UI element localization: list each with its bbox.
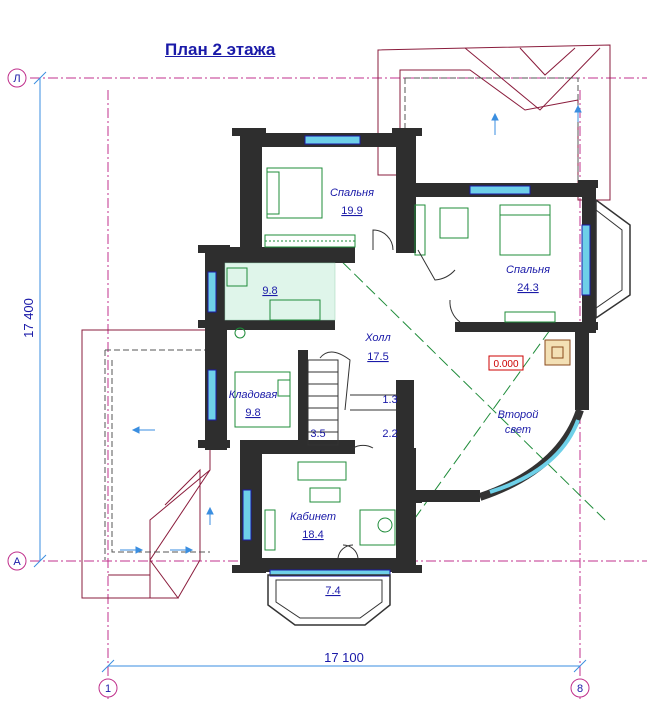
sofa [297, 461, 347, 481]
level-mark-value: 0.000 [493, 359, 518, 370]
room-area-corridor: 2.2 [382, 428, 397, 440]
furniture [226, 167, 571, 551]
axis-marker-a [7, 551, 27, 571]
bed-2 [499, 204, 551, 256]
room-name-storage: Кладовая [229, 389, 278, 401]
walls [205, 133, 596, 572]
bathroom-tiles [224, 262, 336, 321]
log-ends [198, 128, 598, 573]
room-area-bedroom-1: 19.9 [341, 205, 362, 217]
height-dimension: 17 400 [21, 298, 36, 338]
fireplace [544, 339, 571, 366]
roof-top-right [377, 44, 611, 201]
room-area-balcony: 7.4 [325, 585, 340, 597]
bay-window-bedroom [595, 198, 631, 320]
roof-left [81, 329, 211, 599]
roof-ridge-top [464, 47, 601, 111]
bathtub [269, 299, 321, 321]
room-area-bedroom-2: 24.3 [517, 282, 538, 294]
dimension-lines [33, 71, 587, 673]
balcony [267, 574, 391, 626]
axis-label-l: Л [13, 73, 20, 85]
toilet [234, 327, 246, 339]
height-tick-top [33, 71, 47, 85]
room-name-office: Кабинет [290, 511, 336, 523]
bed-1 [266, 167, 323, 219]
room-area-storage: 9.8 [245, 407, 260, 419]
doors [337, 229, 461, 559]
room-area-bathroom: 9.8 [262, 285, 277, 297]
axis-marker-8 [570, 678, 590, 698]
roof-dashed [104, 77, 579, 560]
axis-marker-l [7, 68, 27, 88]
windows [207, 135, 591, 577]
height-tick-bottom [33, 554, 47, 568]
room-name-bedroom-1: Спальня [330, 187, 374, 199]
width-tick-right [573, 659, 587, 673]
desk [359, 509, 396, 546]
room-area-landing: 1.3 [382, 394, 397, 406]
axis-marker-1 [98, 678, 118, 698]
slope-arrows [120, 104, 582, 554]
room-name-second-light-2: свет [505, 424, 531, 436]
armchair [439, 207, 469, 239]
room-name-bedroom-2: Спальня [506, 264, 550, 276]
room-name-second-light: Второй [498, 409, 539, 421]
plan-title: План 2 этажа [165, 40, 276, 59]
width-dimension: 17 100 [324, 650, 364, 665]
axis-label-1: 1 [105, 683, 111, 695]
level-mark: 0.000 [488, 355, 524, 371]
room-name-hall: Холл [364, 332, 390, 344]
room-area-office: 18.4 [302, 529, 323, 541]
roof-hip-left [149, 469, 211, 598]
axis-label-a: А [13, 556, 21, 568]
room-area-stairs: 3.5 [310, 428, 325, 440]
width-tick-left [101, 659, 115, 673]
axis-markers: Л А 1 8 [7, 68, 590, 698]
roof-outlines [81, 44, 611, 599]
second-light-diagonals [329, 249, 606, 526]
room-area-hall: 17.5 [367, 351, 388, 363]
roof-ridge-inner [519, 47, 576, 76]
room-labels: Спальня 19.9 Спальня 24.3 9.8 Холл 17.5 … [229, 187, 550, 597]
stairs [307, 351, 400, 446]
axis-label-8: 8 [577, 683, 583, 695]
roof-hip-right [164, 468, 201, 599]
